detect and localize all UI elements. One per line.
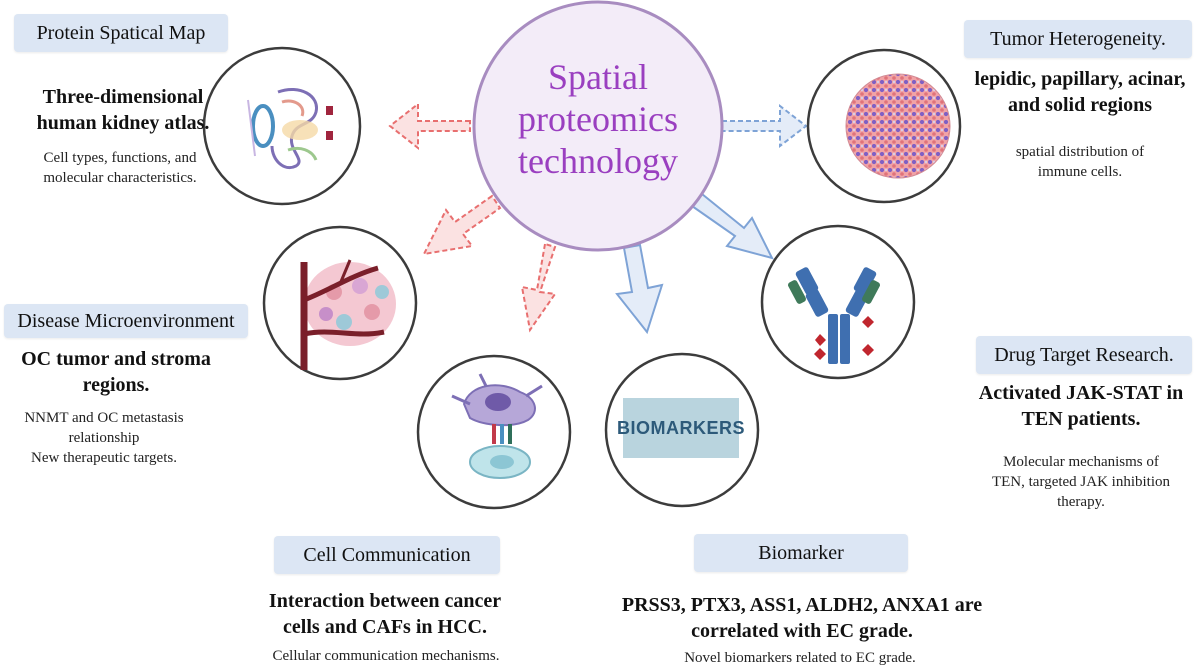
drug-target-label: Drug Target Research. bbox=[976, 336, 1192, 374]
tumor-heterogeneity-headline: lepidic, papillary, acinar, and solid re… bbox=[962, 66, 1198, 118]
tumor-heterogeneity-detail-1: spatial distribution of bbox=[1015, 144, 1145, 160]
disease-microenvironment-headline-1: OC tumor and stroma bbox=[21, 348, 211, 370]
cell-communication-headline: Interaction between cancer cells and CAF… bbox=[240, 588, 530, 640]
protein-map-detail-1: Cell types, functions, and bbox=[43, 150, 197, 166]
disease-microenvironment-detail-1: NNMT and OC metastasis bbox=[24, 410, 184, 426]
tumor-heterogeneity-headline-1: lepidic, papillary, acinar, bbox=[974, 68, 1186, 90]
tumor-heterogeneity-detail: spatial distribution of immune cells. bbox=[980, 142, 1180, 182]
tumor-tissue-icon bbox=[845, 73, 951, 179]
cell-communication-label: Cell Communication bbox=[274, 536, 500, 574]
arrow-to-tumor-heterogeneity bbox=[721, 103, 808, 149]
disease-microenvironment-detail: NNMT and OC metastasis relationship New … bbox=[4, 408, 204, 468]
biomarker-headline-1: PRSS3, PTX3, ASS1, ALDH2, ANXA1 are bbox=[621, 594, 983, 616]
disease-microenvironment-headline: OC tumor and stroma regions. bbox=[6, 346, 226, 398]
disease-microenvironment-detail-3: New therapeutic targets. bbox=[31, 450, 177, 466]
disease-microenvironment-label: Disease Microenvironment bbox=[4, 304, 248, 338]
biomarker-detail: Novel biomarkers related to EC grade. bbox=[640, 648, 960, 668]
drug-target-detail-2: TEN, targeted JAK inhibition bbox=[991, 474, 1171, 490]
biomarker-headline: PRSS3, PTX3, ASS1, ALDH2, ANXA1 are corr… bbox=[592, 592, 1012, 644]
protein-map-label: Protein Spatical Map bbox=[14, 14, 228, 52]
antibody-icon bbox=[788, 267, 880, 364]
protein-map-detail-2: molecular characteristics. bbox=[43, 170, 197, 186]
protein-map-circle bbox=[202, 46, 362, 206]
arrow-to-drug-target bbox=[690, 192, 774, 260]
biomarker-label: Biomarker bbox=[694, 534, 908, 572]
arrow-to-protein-map bbox=[388, 101, 471, 151]
drug-target-detail-1: Molecular mechanisms of bbox=[1003, 454, 1159, 470]
drug-target-detail-3: therapy. bbox=[1057, 494, 1105, 510]
cell-interaction-icon bbox=[451, 373, 543, 479]
arrow-to-cell-communication bbox=[520, 242, 557, 333]
drug-target-headline: Activated JAK-STAT in TEN patients. bbox=[968, 380, 1194, 432]
cell-communication-detail-1: Cellular communication mechanisms. bbox=[272, 648, 500, 664]
center-title: Spatial proteomics technology bbox=[478, 56, 718, 182]
protein-map-headline-2: human kidney atlas. bbox=[36, 112, 210, 134]
center-title-line-2: proteomics bbox=[518, 99, 678, 139]
tumor-heterogeneity-detail-2: immune cells. bbox=[1037, 164, 1123, 180]
protein-map-headline-1: Three-dimensional bbox=[42, 86, 204, 108]
disease-microenvironment-headline-2: regions. bbox=[82, 374, 150, 396]
cell-communication-detail: Cellular communication mechanisms. bbox=[236, 646, 536, 666]
kidney-atlas-icon bbox=[247, 88, 333, 169]
drug-target-headline-1: Activated JAK-STAT in bbox=[978, 382, 1184, 404]
biomarker-detail-1: Novel biomarkers related to EC grade. bbox=[684, 650, 916, 666]
center-title-line-3: technology bbox=[518, 141, 678, 181]
tumor-heterogeneity-headline-2: and solid regions bbox=[1007, 94, 1153, 116]
tumor-heterogeneity-label: Tumor Heterogeneity. bbox=[964, 20, 1192, 58]
center-circle bbox=[472, 0, 724, 252]
biomarker-headline-2: correlated with EC grade. bbox=[691, 620, 913, 642]
cell-communication-headline-2: cells and CAFs in HCC. bbox=[283, 616, 487, 638]
disease-microenvironment-detail-2: relationship bbox=[68, 430, 140, 446]
cell-communication-headline-1: Interaction between cancer bbox=[268, 590, 502, 612]
drug-target-headline-2: TEN patients. bbox=[1021, 408, 1141, 430]
protein-map-detail: Cell types, functions, and molecular cha… bbox=[10, 148, 230, 188]
biomarkers-image: BIOMARKERS bbox=[617, 398, 745, 458]
drug-target-detail: Molecular mechanisms of TEN, targeted JA… bbox=[966, 452, 1196, 512]
blood-vessel-tumor-icon bbox=[300, 259, 396, 370]
center-title-line-1: Spatial bbox=[548, 57, 648, 97]
drug-target-circle bbox=[760, 224, 916, 380]
arrow-to-biomarker bbox=[615, 243, 664, 335]
protein-map-headline: Three-dimensional human kidney atlas. bbox=[10, 84, 236, 136]
arrow-to-disease-microenvironment bbox=[422, 194, 502, 256]
